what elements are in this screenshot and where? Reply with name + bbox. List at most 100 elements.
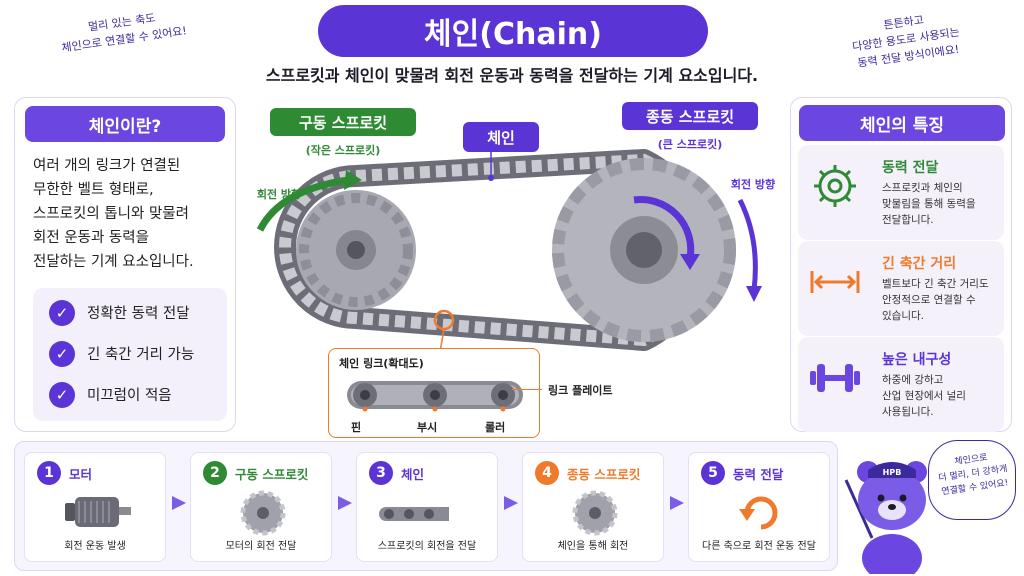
rotation-arrow-inner-icon [633, 196, 695, 259]
drive-sprocket [296, 190, 416, 310]
step-chain: 3 체인 스프로킷의 회전을 전달 [356, 452, 498, 562]
intro-line: 전달하는 기계 요소입니다. [33, 254, 194, 270]
feature-power: 동력 전달 스프로킷과 체인의 맞물림을 통해 동력을 전달합니다. [798, 145, 1004, 240]
drive-sprocket-label: 구동 스프로킷 [270, 108, 416, 136]
check-label: 긴 축간 거리 가능 [87, 347, 195, 363]
driven-sprocket-label: 종동 스프로킷 [622, 102, 758, 130]
step-driven-sprocket: 4 종동 스프로킷 체인을 통해 회전 [522, 452, 664, 562]
step-desc: 스프로킷의 회전을 전달 [377, 541, 477, 552]
page-subtitle: 스프로킷과 체인이 맞물려 회전 운동과 동력을 전달하는 기계 요소입니다. [265, 66, 759, 85]
feature-title: 동력 전달 [882, 160, 939, 176]
feature-distance: 긴 축간 거리 벨트보다 긴 축간 거리도 안정적으로 연결할 수 있습니다. [798, 241, 1004, 336]
step-arrow-icon [172, 496, 186, 510]
driven-sprocket-sub: (큰 스프로킷) [657, 138, 723, 151]
check-icon: ✓ [49, 299, 75, 326]
note-top-left: 멀리 있는 축도 체인으로 연결할 수 있어요! [27, 1, 220, 61]
pointer-stick [844, 479, 874, 539]
rotation-arrow-right-icon [737, 198, 758, 291]
step-power-transfer: 5 동력 전달 다른 축으로 회전 운동 전달 [688, 452, 830, 562]
feature-title: 높은 내구성 [882, 352, 952, 368]
step-drive-sprocket: 2 구동 스프로킷 모터의 회전 전달 [190, 452, 332, 562]
step-desc: 체인을 통해 회전 [557, 541, 629, 552]
link-zoom-box: 체인 링크(확대도) 핀 부시 롤러 [328, 348, 540, 438]
arrowhead-icon [680, 254, 700, 270]
check-label: 정확한 동력 전달 [87, 306, 190, 322]
rotation-label-left: 회전 방향 [256, 188, 302, 201]
chain-diagram [256, 149, 762, 353]
feature-durability: 높은 내구성 하중에 강하고 산업 현장에서 널리 사용됩니다. [798, 337, 1004, 432]
feature-line: 산업 현장에서 널리 [882, 390, 966, 402]
roller-label: 롤러 [485, 421, 506, 434]
check-label: 미끄럼이 적음 [87, 388, 172, 404]
bear-mascot: HPB [844, 461, 927, 574]
step-number: 2 [203, 461, 227, 485]
motor-icon [65, 497, 131, 527]
step-motor: 1 모터 회전 운동 발생 [24, 452, 166, 562]
step-number: 3 [369, 461, 393, 485]
check-item: ✓ 정확한 동력 전달 [33, 292, 227, 333]
feature-desc: 하중에 강하고 산업 현장에서 널리 사용됩니다. [882, 372, 1002, 420]
intro-line: 무한한 벨트 형태로, [33, 182, 154, 198]
distance-arrow-icon [810, 271, 860, 293]
note-top-right: 튼튼하고 다양한 용도로 사용되는 동력 전달 방식이에요! [803, 0, 1008, 78]
sprocket-icon [240, 490, 286, 536]
chain-label: 체인 [463, 122, 539, 152]
gear-icon [814, 165, 856, 207]
sprocket-icon [572, 490, 618, 536]
feature-line: 있습니다. [882, 310, 924, 322]
step-desc: 회전 운동 발생 [64, 541, 126, 552]
feature-line: 안정적으로 연결할 수 [882, 294, 976, 306]
feature-line: 맞물림을 통해 동력을 [882, 198, 976, 210]
page-title: 체인(Chain) [318, 5, 708, 57]
feature-line: 벨트보다 긴 축간 거리도 [882, 278, 989, 290]
arrowhead-icon [746, 286, 762, 302]
step-number: 4 [535, 461, 559, 485]
speech-bubble: 체인으로 더 멀리, 더 강하게 연결할 수 있어요! [928, 440, 1016, 520]
pin-label: 핀 [351, 421, 362, 434]
feature-desc: 스프로킷과 체인의 맞물림을 통해 동력을 전달합니다. [882, 180, 1002, 228]
intro-line: 스프로킷의 톱니와 맞물려 [33, 206, 189, 222]
step-title: 동력 전달 [733, 467, 784, 482]
check-icon: ✓ [49, 340, 75, 367]
intro-text: 여러 개의 링크가 연결된 무한한 벨트 형태로, 스프로킷의 톱니와 맞물려 … [33, 154, 194, 274]
step-arrow-icon [504, 496, 518, 510]
step-title: 종동 스프로킷 [567, 467, 641, 482]
bear-note: 체인으로 더 멀리, 더 강하게 연결할 수 있어요! [932, 448, 1013, 500]
chain-link-illustration [347, 381, 523, 412]
arrowhead-icon [344, 170, 362, 190]
feature-title: 긴 축간 거리 [882, 256, 957, 272]
check-icon: ✓ [49, 381, 75, 408]
step-arrow-icon [670, 496, 684, 510]
check-item: ✓ 긴 축간 거리 가능 [33, 333, 227, 374]
step-number: 1 [37, 461, 61, 485]
intro-line: 회전 운동과 동력을 [33, 230, 149, 246]
dumbbell-icon [810, 364, 860, 392]
step-title: 구동 스프로킷 [235, 467, 309, 482]
rotation-arrow-left-icon [256, 176, 349, 232]
driven-sprocket [552, 158, 736, 342]
plate-pointer-line [512, 389, 542, 390]
step-desc: 모터의 회전 전달 [225, 541, 297, 552]
intro-line: 여러 개의 링크가 연결된 [33, 158, 181, 174]
drive-sprocket-sub: (작은 스프로킷) [305, 144, 381, 157]
bear-hat-text: HPB [883, 468, 902, 477]
features-header: 체인의 특징 [799, 105, 1005, 141]
feature-line: 하중에 강하고 [882, 374, 944, 386]
step-desc: 다른 축으로 회전 운동 전달 [702, 541, 816, 552]
rotate-icon [739, 496, 778, 530]
pointer-dot [488, 175, 494, 181]
feature-desc: 벨트보다 긴 축간 거리도 안정적으로 연결할 수 있습니다. [882, 276, 1002, 324]
feature-line: 스프로킷과 체인의 [882, 182, 963, 194]
step-number: 5 [701, 461, 725, 485]
intro-panel: 체인이란? 여러 개의 링크가 연결된 무한한 벨트 형태로, 스프로킷의 톱니… [14, 97, 236, 432]
link-zoom-title: 체인 링크(확대도) [339, 357, 424, 370]
intro-header: 체인이란? [25, 106, 225, 142]
step-arrow-icon [338, 496, 352, 510]
feature-line: 전달합니다. [882, 214, 934, 226]
feature-line: 사용됩니다. [882, 406, 934, 418]
plate-label: 링크 플레이트 [548, 384, 613, 397]
step-title: 체인 [401, 467, 425, 482]
chain-icon [379, 507, 449, 521]
check-item: ✓ 미끄럼이 적음 [33, 374, 227, 415]
check-list: ✓ 정확한 동력 전달 ✓ 긴 축간 거리 가능 ✓ 미끄럼이 적음 [33, 288, 227, 421]
